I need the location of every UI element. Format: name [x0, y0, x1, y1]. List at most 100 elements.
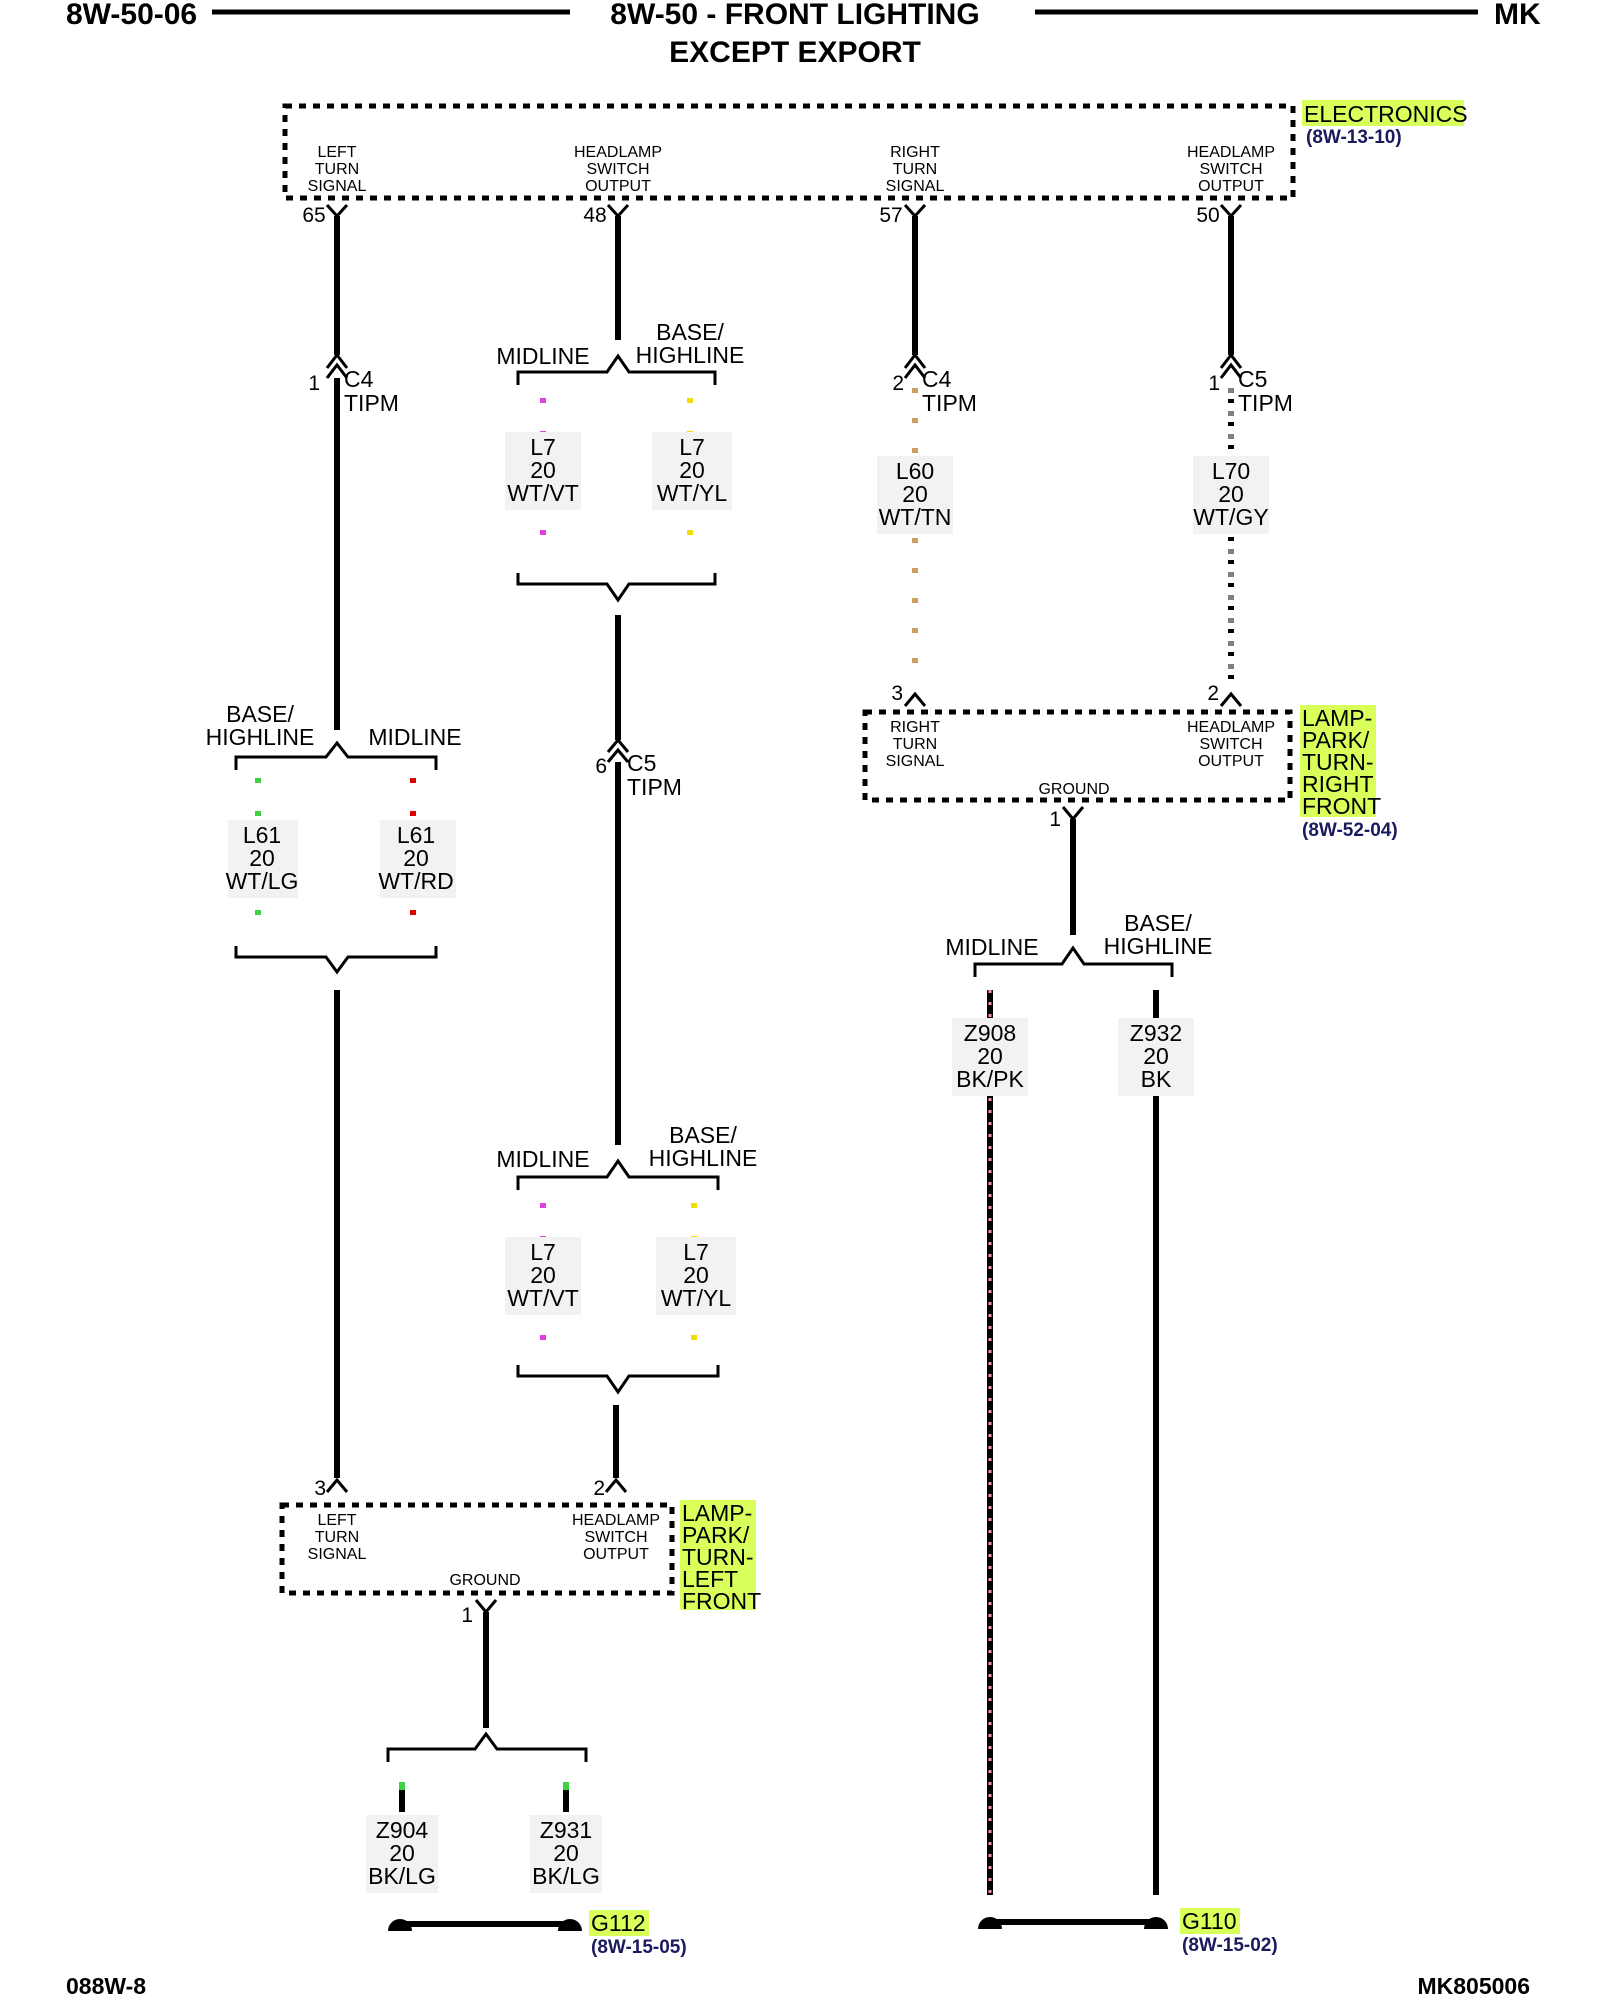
variant-base-highline: HIGHLINE — [649, 1145, 758, 1171]
wire-label-bg — [656, 1237, 736, 1315]
connector-arrow — [325, 352, 349, 379]
wire-gauge: 20 — [403, 845, 429, 871]
pin-number: 57 — [879, 204, 902, 227]
wire-gauge: 20 — [902, 481, 928, 507]
right-lamp-label-ground: GROUND — [1038, 781, 1109, 798]
c4-right-pin: 2 — [892, 372, 904, 395]
g112-name: G112 — [591, 1910, 646, 1936]
left-lamp-box — [279, 1502, 675, 1596]
c5-middle-name: C5 — [627, 750, 656, 776]
electronics-name: ELECTRONICS — [1304, 101, 1468, 127]
wire-circuit: L7 — [530, 434, 556, 460]
c4-right-module: TIPM — [922, 390, 977, 416]
header-title-line1: 8W-50 - FRONT LIGHTING — [610, 0, 979, 31]
left-lamp-name: PARK/ — [682, 1522, 750, 1548]
variant-midline: MIDLINE — [368, 724, 461, 750]
wire-color: BK/LG — [532, 1863, 600, 1889]
pin-arrow — [606, 203, 630, 219]
c5-middle-module: TIPM — [627, 774, 682, 800]
wire-label-bg — [877, 456, 953, 534]
left-lamp-name: LEFT — [682, 1566, 738, 1592]
wire-color: WT/YL — [657, 480, 727, 506]
variant-split-brace — [234, 740, 438, 770]
left-lamp-label-turn: SIGNAL — [308, 1546, 367, 1563]
c5-right-module: TIPM — [1238, 390, 1293, 416]
electronics-pin-50: HEADLAMP SWITCH OUTPUT 50 — [1187, 144, 1275, 227]
wire-circuit: L7 — [679, 434, 705, 460]
ground-g110: G110 (8W-15-02) — [978, 1908, 1278, 1956]
right-lamp-pin-ground: 1 — [1049, 808, 1061, 831]
pin-label-line: OUTPUT — [1198, 178, 1264, 195]
pin-label-line: SWITCH — [1199, 161, 1262, 178]
wire-label-bg — [652, 432, 732, 510]
c4-left-pin: 1 — [308, 372, 320, 395]
g112-ref: (8W-15-05) — [591, 1937, 687, 1958]
right-lamp-label-switch: OUTPUT — [1198, 753, 1264, 770]
c4-left-name: C4 — [344, 366, 374, 392]
electronics-highlight — [1302, 100, 1464, 126]
pin-arrow — [1219, 691, 1243, 707]
footer-right-code: MK805006 — [1417, 1973, 1530, 1999]
pin-arrow — [604, 1477, 628, 1493]
g110-ref: (8W-15-02) — [1182, 1935, 1278, 1956]
left-lamp-label-switch: OUTPUT — [583, 1546, 649, 1563]
c5-middle-pin: 6 — [595, 755, 607, 778]
wire-gauge: 20 — [1143, 1043, 1169, 1069]
g110-name: G110 — [1182, 1908, 1237, 1934]
variant-base-highline: BASE/ — [226, 701, 294, 727]
wire-gauge: 20 — [977, 1043, 1003, 1069]
pin-label-line: HEADLAMP — [1187, 144, 1275, 161]
lamp-park-turn-left-front: 3 2 LEFT TURN SIGNAL HEADLAMP SWITCH OUT… — [279, 1477, 761, 1893]
left-lamp-name: LAMP- — [682, 1500, 752, 1526]
wire-label-bg — [228, 820, 298, 898]
variant-join-brace — [516, 573, 717, 603]
wire-gauge: 20 — [683, 1262, 709, 1288]
variant-base-highline: HIGHLINE — [1104, 933, 1213, 959]
variant-split-brace — [973, 945, 1174, 977]
electronics-pin-65: LEFT TURN SIGNAL 65 — [302, 144, 366, 227]
left-lamp-label-ground: GROUND — [449, 1572, 520, 1589]
wire-circuit: L61 — [397, 822, 435, 848]
pin-label-line: SIGNAL — [886, 178, 945, 195]
header: 8W-50-06 8W-50 - FRONT LIGHTING EXCEPT E… — [66, 0, 1541, 69]
ground-eyelet — [1144, 1917, 1168, 1929]
pin-label-line: LEFT — [317, 144, 356, 161]
wire-color: WT/RD — [378, 868, 453, 894]
variant-join-brace — [234, 946, 438, 975]
left-lamp-pin-ground: 1 — [461, 1604, 473, 1627]
ground-eyelet — [978, 1917, 1002, 1929]
pin-label-line: OUTPUT — [585, 178, 651, 195]
c4-left-module: TIPM — [344, 390, 399, 416]
electronics-pin-57: RIGHT TURN SIGNAL 57 — [879, 144, 944, 227]
electronics-box — [282, 103, 1296, 201]
wire-circuit: Z932 — [1130, 1020, 1182, 1046]
variant-midline: MIDLINE — [496, 343, 589, 369]
right-lamp-pin-turn: 3 — [891, 682, 903, 705]
wire-circuit: L70 — [1212, 458, 1250, 484]
wire-label-bg — [530, 1815, 602, 1893]
right-lamp-pin-switch: 2 — [1207, 682, 1219, 705]
g110-highlight — [1180, 1908, 1240, 1934]
variant-base-highline: HIGHLINE — [206, 724, 315, 750]
footer: 088W-8 MK805006 — [66, 1973, 1530, 1999]
wire-color: BK/LG — [368, 1863, 436, 1889]
wire-circuit: Z908 — [964, 1020, 1016, 1046]
wire-circuit: L7 — [530, 1239, 556, 1265]
pin-arrow — [325, 1477, 349, 1493]
pin-arrow — [903, 691, 927, 707]
variant-base-highline: BASE/ — [656, 319, 724, 345]
wire-gauge: 20 — [1218, 481, 1244, 507]
right-lamp-box — [862, 709, 1293, 803]
pin-arrow — [1061, 806, 1085, 822]
wire-circuit: Z904 — [376, 1817, 429, 1843]
wire-color: WT/LG — [226, 868, 299, 894]
footer-left-code: 088W-8 — [66, 1973, 146, 1999]
wire-gauge: 20 — [530, 1262, 556, 1288]
branch-headlamp-48: MIDLINE BASE/ HIGHLINE L7 20 WT/VT L7 20… — [496, 216, 757, 1478]
header-left-code: 8W-50-06 — [66, 0, 197, 31]
wire-gauge: 20 — [530, 457, 556, 483]
right-lamp-label-turn: SIGNAL — [886, 753, 945, 770]
wire-circuit: Z931 — [540, 1817, 592, 1843]
c4-right-name: C4 — [922, 366, 952, 392]
